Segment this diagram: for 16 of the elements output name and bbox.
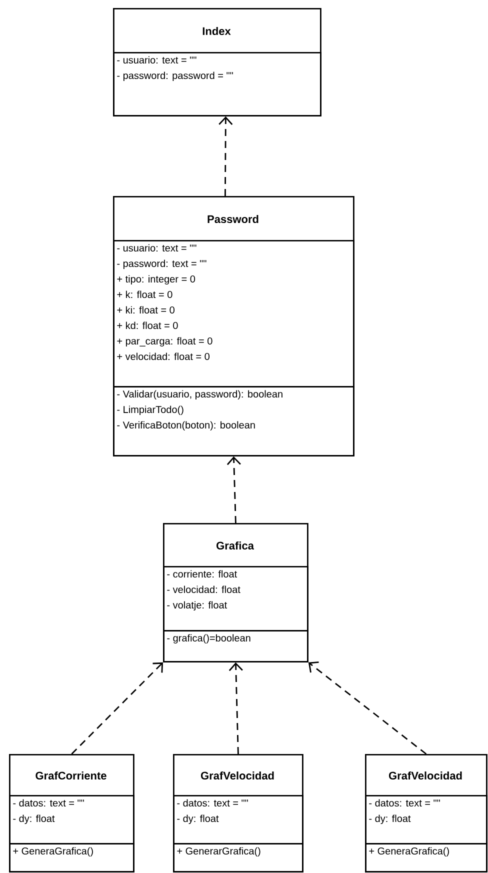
class-compartment: - datos: text = "" - dy: float <box>173 795 304 844</box>
class-compartment: - usuario: text = "" - password: text = "" + tipo: integer = 0 + k: float = 0 + ki: float = 0 + kd: float = 0 + par_carga: float = 0 + velocidad: float = 0 <box>113 240 354 388</box>
class-compartment: + GeneraGrafica() <box>365 843 488 872</box>
class-compartment: - datos: text = "" - dy: float <box>365 795 488 844</box>
dependency-arrow <box>71 662 163 754</box>
class-compartment: - corriente: float - velocidad: float - volatje: float <box>163 566 308 632</box>
class-compartment: - Validar(usuario, password): boolean - LimpiarTodo() - VerificaBoton(boton): boolean <box>113 386 354 456</box>
class-compartment: - usuario: text = "" - password: password = "" <box>113 52 322 116</box>
dependency-arrow <box>308 662 427 755</box>
class-compartment: + GeneraGrafica() <box>9 843 134 872</box>
class-compartment: - datos: text = "" - dy: float <box>9 795 134 844</box>
class-compartment: - grafica()=boolean <box>163 630 308 662</box>
dependency-arrow <box>226 456 241 524</box>
dependency-arrow <box>228 662 243 754</box>
dependency-arrow <box>218 116 233 196</box>
class-compartment: + GenerarGrafica() <box>173 843 304 872</box>
